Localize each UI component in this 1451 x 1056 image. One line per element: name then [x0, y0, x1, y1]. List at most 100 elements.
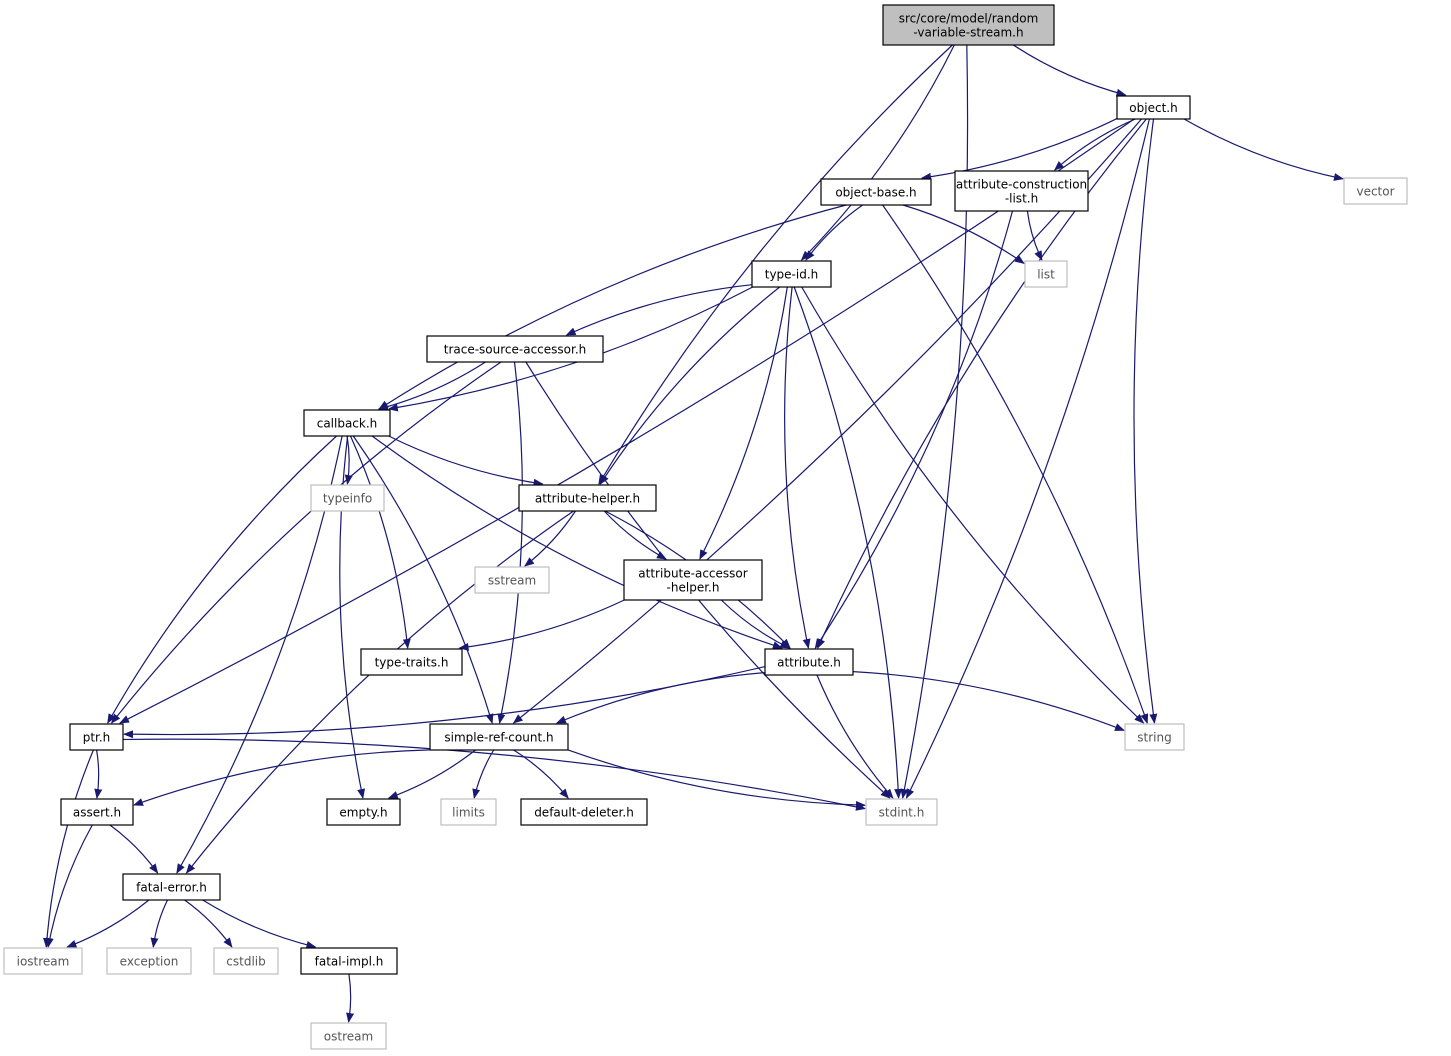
node-label-ptr: ptr.h — [83, 731, 111, 745]
edge-callback-to-type-traits — [349, 435, 411, 649]
node-trace-src[interactable]: trace-source-accessor.h — [426, 335, 604, 363]
edge-ptr-to-assert — [94, 749, 103, 799]
node-object[interactable]: object.h — [1116, 95, 1191, 120]
node-type-id[interactable]: type-id.h — [751, 260, 832, 288]
node-label-type-traits: type-traits.h — [375, 656, 449, 670]
node-ostream: ostream — [310, 1022, 387, 1050]
node-string: string — [1124, 723, 1185, 751]
node-label-attr-construct-0: attribute-construction — [956, 178, 1087, 192]
node-label-typeinfo: typeinfo — [323, 492, 372, 506]
node-attr-helper[interactable]: attribute-helper.h — [518, 484, 657, 512]
node-limits: limits — [440, 798, 497, 826]
edge-assert-to-fatal-error — [109, 824, 159, 874]
edge-fatal-error-to-fatal-impl — [202, 899, 317, 949]
node-label-trace-src: trace-source-accessor.h — [444, 343, 587, 357]
edge-ptr-to-iostream — [42, 749, 94, 948]
edge-object-base-to-string — [882, 204, 1149, 724]
node-cstdlib: cstdlib — [213, 947, 279, 975]
node-fatal-error[interactable]: fatal-error.h — [122, 873, 221, 901]
node-box-type-traits — [360, 648, 463, 676]
node-object-base[interactable]: object-base.h — [820, 178, 932, 206]
edge-type-id-to-trace-src — [565, 284, 753, 336]
edge-object-to-string — [1133, 118, 1158, 724]
node-box-type-id — [751, 260, 832, 288]
node-label-attribute: attribute.h — [777, 656, 841, 670]
node-label-cstdlib: cstdlib — [226, 955, 265, 969]
node-box-iostream — [3, 947, 83, 975]
edge-type-id-to-stdint — [793, 286, 903, 799]
node-label-exception: exception — [120, 955, 179, 969]
edge-attr-construct-to-list — [1026, 210, 1043, 261]
edge-attr-helper-to-sstream — [524, 510, 577, 567]
node-box-attr-acc — [623, 559, 763, 601]
node-box-typeinfo — [310, 484, 385, 512]
edge-layer — [42, 44, 1344, 1023]
edge-callback-to-ptr — [107, 435, 338, 724]
node-assert[interactable]: assert.h — [60, 798, 134, 826]
node-fatal-impl[interactable]: fatal-impl.h — [300, 947, 398, 975]
node-box-string — [1124, 723, 1185, 751]
node-box-vector — [1343, 177, 1408, 205]
node-exception: exception — [106, 947, 192, 975]
node-label-callback: callback.h — [317, 417, 378, 431]
edge-attribute-to-stdint — [816, 674, 894, 799]
node-box-object-base — [820, 178, 932, 206]
node-label-default-deleter: default-deleter.h — [534, 806, 634, 820]
edge-ptr-to-stdint — [122, 738, 866, 811]
node-callback[interactable]: callback.h — [303, 409, 391, 437]
node-box-attribute — [764, 648, 854, 676]
node-attr-construct[interactable]: attribute-construction-list.h — [954, 170, 1089, 212]
node-label-attr-acc-0: attribute-accessor — [638, 567, 747, 581]
node-box-ptr — [69, 723, 124, 751]
node-type-traits[interactable]: type-traits.h — [360, 648, 463, 676]
edge-fatal-error-to-iostream — [66, 899, 150, 948]
edge-object-to-object-base — [921, 118, 1118, 181]
node-typeinfo: typeinfo — [310, 484, 385, 512]
node-simple-ref[interactable]: simple-ref-count.h — [429, 723, 569, 751]
node-box-attr-helper — [518, 484, 657, 512]
edge-root-to-stdint — [900, 44, 969, 799]
edge-callback-to-typeinfo — [344, 435, 353, 485]
node-default-deleter[interactable]: default-deleter.h — [520, 798, 648, 826]
node-attribute[interactable]: attribute.h — [764, 648, 854, 676]
node-attr-acc[interactable]: attribute-accessor-helper.h — [623, 559, 763, 601]
node-label-object: object.h — [1129, 101, 1177, 115]
edge-attr-acc-to-attribute — [720, 599, 791, 649]
edge-object-to-attr-construct — [1053, 118, 1136, 171]
node-box-limits — [440, 798, 497, 826]
node-label-root-1: -variable-stream.h — [913, 26, 1023, 40]
edge-object-base-to-list — [902, 204, 1025, 264]
node-box-callback — [303, 409, 391, 437]
node-label-empty: empty.h — [339, 806, 387, 820]
edge-type-id-to-attr-acc — [699, 286, 788, 560]
node-iostream: iostream — [3, 947, 83, 975]
edge-callback-to-simple-ref — [352, 435, 494, 724]
node-empty[interactable]: empty.h — [326, 798, 401, 826]
edge-type-id-to-string — [801, 286, 1145, 724]
node-ptr[interactable]: ptr.h — [69, 723, 124, 751]
node-label-sstream: sstream — [488, 574, 536, 588]
edge-simple-ref-to-empty — [387, 749, 476, 799]
node-label-attr-acc-1: -helper.h — [667, 581, 720, 595]
node-label-object-base: object-base.h — [835, 186, 916, 200]
node-vector: vector — [1343, 177, 1408, 205]
node-box-default-deleter — [520, 798, 648, 826]
node-root: src/core/model/random-variable-stream.h — [882, 4, 1055, 46]
node-label-stdint: stdint.h — [879, 806, 925, 820]
node-label-attr-helper: attribute-helper.h — [535, 492, 640, 506]
edge-object-to-attribute — [817, 118, 1147, 649]
edge-callback-to-attribute — [371, 435, 783, 649]
node-box-trace-src — [426, 335, 604, 363]
edge-root-to-attr-helper — [598, 44, 953, 485]
node-label-fatal-impl: fatal-impl.h — [315, 955, 384, 969]
edge-assert-to-iostream — [45, 824, 93, 948]
edge-object-to-stdint — [905, 118, 1150, 799]
node-box-fatal-error — [122, 873, 221, 901]
edge-attr-acc-to-type-traits — [458, 599, 625, 651]
edge-trace-src-to-callback — [377, 361, 486, 411]
edge-object-base-to-type-id — [805, 204, 863, 261]
edge-attr-helper-to-fatal-error — [185, 510, 574, 874]
edge-simple-ref-to-stdint — [567, 749, 866, 809]
node-layer: src/core/model/random-variable-stream.h o… — [3, 4, 1408, 1050]
node-label-vector: vector — [1356, 185, 1394, 199]
